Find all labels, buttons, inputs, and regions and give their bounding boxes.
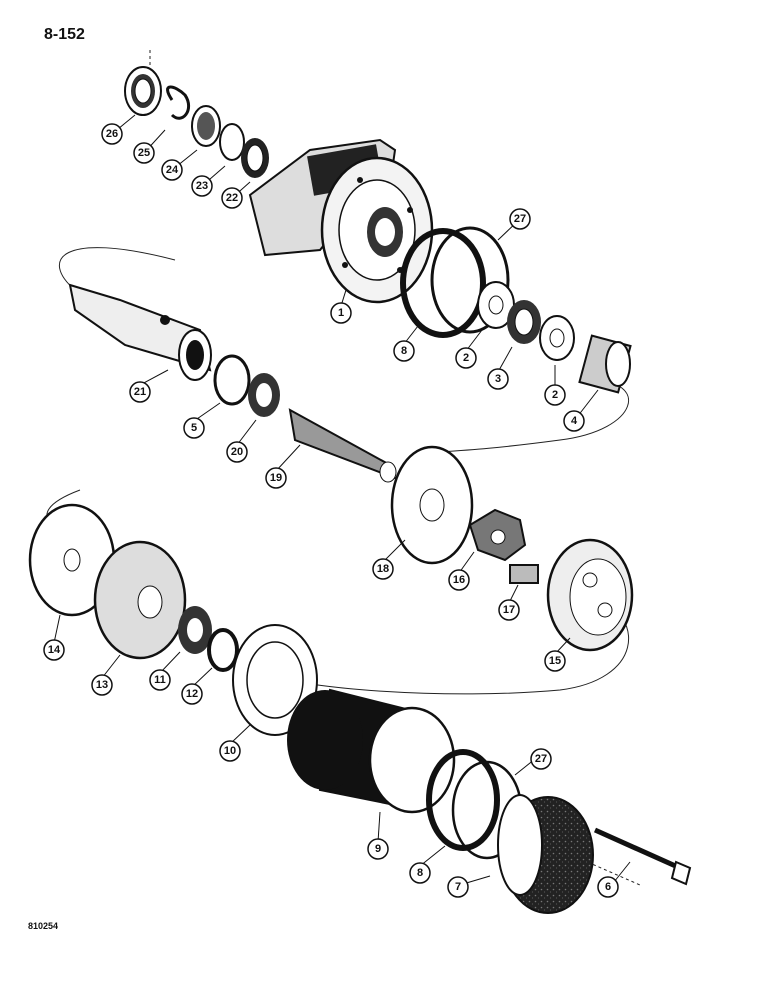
part-6-bolt (593, 827, 692, 886)
callout-label: 21 (134, 386, 146, 398)
part-2-washer-b (539, 315, 575, 361)
part-5-ring (213, 354, 251, 406)
callout-label: 7 (455, 881, 461, 893)
part-17-roller (509, 564, 539, 584)
callout-label: 9 (375, 843, 381, 855)
callout-label: 18 (377, 563, 389, 575)
callout-21: 21 (129, 381, 151, 403)
part-11-bearing (178, 606, 212, 654)
callout-label: 24 (166, 164, 179, 176)
callout-label: 5 (191, 422, 197, 434)
callout-10: 10 (219, 740, 241, 762)
callout-4: 4 (563, 410, 585, 432)
callout-5: 5 (183, 417, 205, 439)
callout-22: 22 (221, 187, 243, 209)
figure-code: 810254 (28, 921, 59, 931)
callout-2-a: 2 (455, 347, 477, 369)
callout-1: 1 (330, 302, 352, 324)
callout-label: 27 (514, 213, 526, 225)
callout-label: 26 (106, 128, 118, 140)
callout-label: 15 (549, 655, 561, 667)
part-19-drive-link (288, 408, 397, 483)
callout-label: 1 (338, 307, 344, 319)
callout-6: 6 (597, 876, 619, 898)
callout-label: 10 (224, 745, 236, 757)
callout-label: 16 (453, 574, 465, 586)
callout-label: 27 (535, 753, 547, 765)
part-7-end-cap (497, 794, 594, 914)
callout-label: 25 (138, 147, 150, 159)
callout-8-lower: 8 (409, 862, 431, 884)
part-13-commutator (93, 540, 187, 660)
callout-label: 12 (186, 688, 198, 700)
part-8-seal-lower (426, 749, 500, 851)
part-21-shaft (68, 283, 212, 381)
part-2-washer-a (477, 281, 515, 329)
callout-12: 12 (181, 683, 203, 705)
callout-19: 19 (265, 467, 287, 489)
part-10-seal-plate (232, 624, 318, 736)
callout-26: 26 (101, 123, 123, 145)
callout-15: 15 (544, 650, 566, 672)
callout-16: 16 (448, 569, 470, 591)
part-25-snap-ring (166, 85, 191, 120)
callout-label: 22 (226, 192, 238, 204)
callout-3: 3 (487, 368, 509, 390)
callout-14: 14 (43, 639, 65, 661)
part-3-thrust-bearing (507, 300, 541, 344)
callout-24: 24 (161, 159, 183, 181)
callout-17: 17 (498, 599, 520, 621)
callout-20: 20 (226, 441, 248, 463)
part-16-rotor (468, 508, 527, 562)
part-27-o-ring-upper (430, 226, 510, 334)
part-24-ring (191, 105, 221, 147)
part-8-seal-upper (400, 228, 486, 338)
part-23-washer (219, 123, 245, 161)
callout-18: 18 (372, 558, 394, 580)
callout-label: 20 (231, 446, 243, 458)
callout-13: 13 (91, 674, 113, 696)
callout-25: 25 (133, 142, 155, 164)
part-14-end-plate (28, 503, 116, 617)
callout-label: 2 (463, 352, 469, 364)
callout-label: 3 (495, 373, 501, 385)
assembly-line-shaft-loop (58, 247, 630, 453)
callout-label: 14 (48, 644, 61, 656)
part-9-housing-tube (287, 688, 456, 814)
callout-9: 9 (367, 838, 389, 860)
part-18-valve-plate (390, 445, 474, 565)
callout-label: 8 (401, 345, 407, 357)
part-22-seal (241, 138, 269, 178)
part-15-stator (546, 538, 634, 652)
callout-label: 11 (154, 674, 166, 686)
callout-23: 23 (191, 175, 213, 197)
callout-8-upper: 8 (393, 340, 415, 362)
callout-27-upper: 27 (509, 208, 531, 230)
part-12-ring (207, 628, 239, 672)
callout-label: 4 (571, 415, 578, 427)
callout-label: 8 (417, 867, 423, 879)
page-number: 8-152 (44, 26, 85, 43)
callout-11: 11 (149, 669, 171, 691)
callout-2-b: 2 (544, 384, 566, 406)
callout-label: 17 (503, 604, 515, 616)
callout-label: 13 (96, 679, 108, 691)
callout-label: 2 (552, 389, 558, 401)
callout-7: 7 (447, 876, 469, 898)
callout-label: 23 (196, 180, 208, 192)
callout-27-lower: 27 (530, 748, 552, 770)
part-20-thrust-bearing (248, 373, 280, 417)
callout-label: 19 (270, 472, 282, 484)
part-26-seal (124, 66, 162, 116)
callout-label: 6 (605, 881, 611, 893)
part-4-needle-bearing (578, 334, 632, 394)
